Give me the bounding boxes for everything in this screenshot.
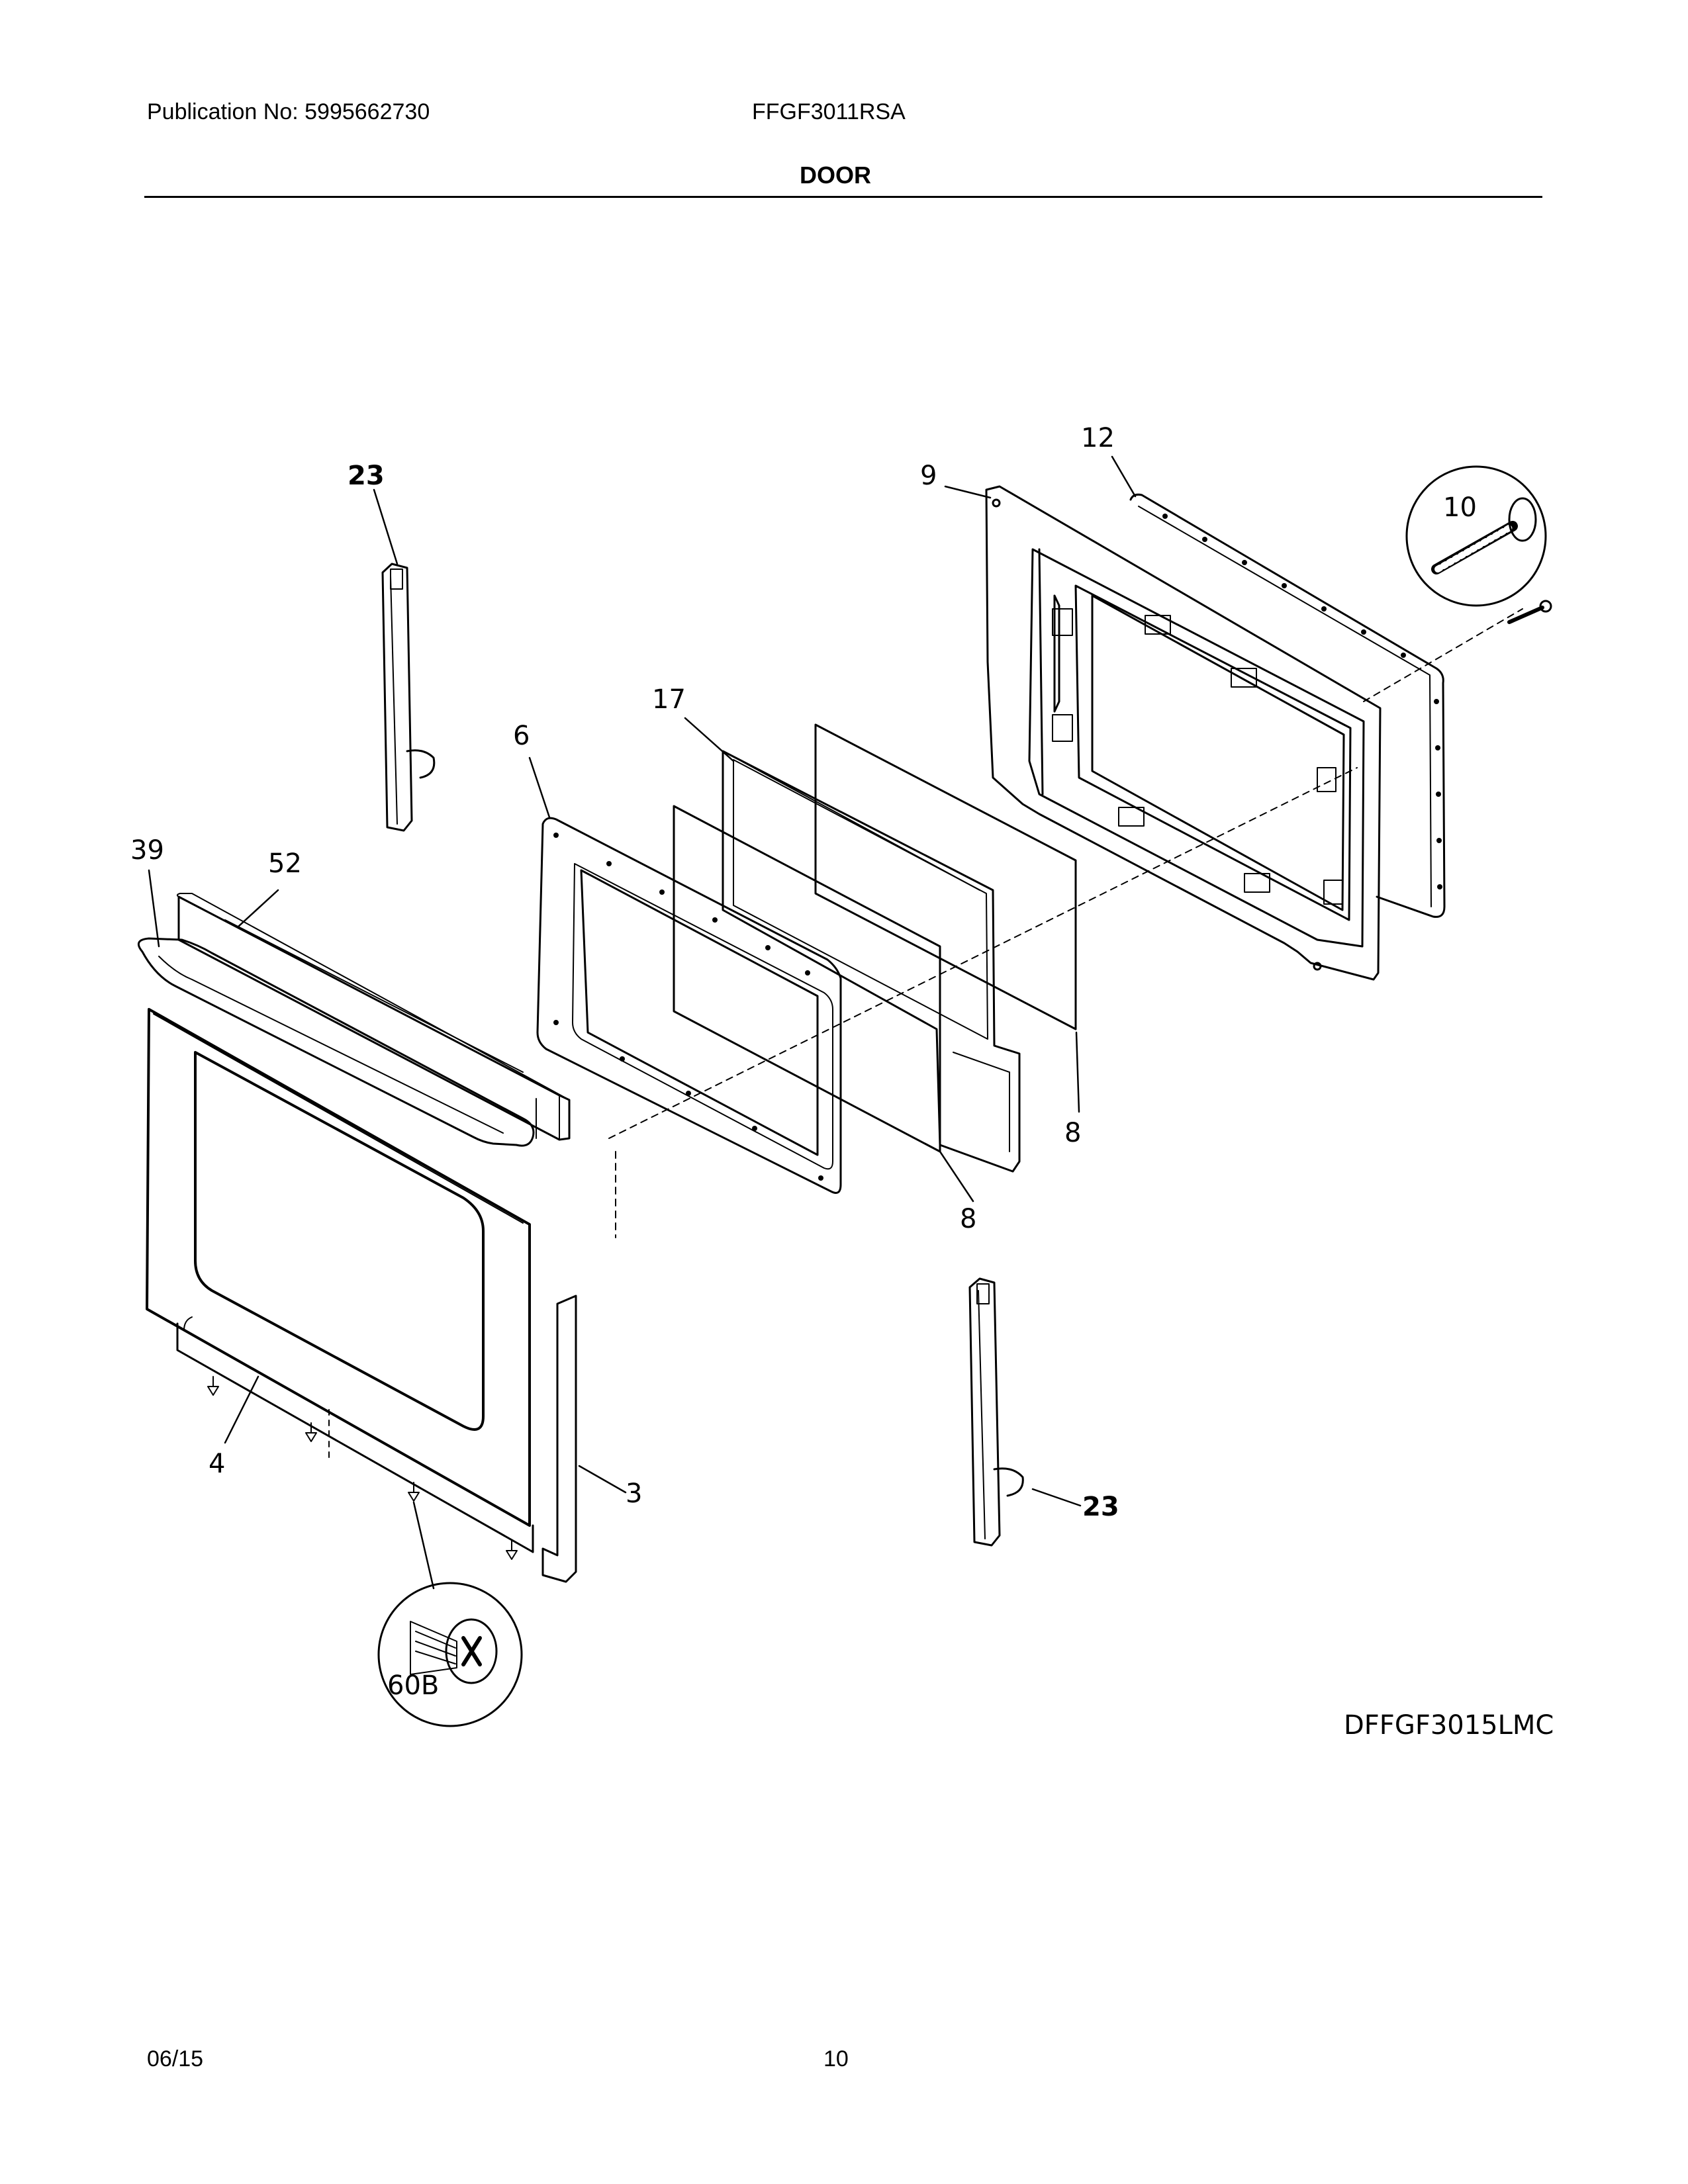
- callout-39: 39: [130, 835, 164, 866]
- callout-23-bottom: 23: [1082, 1492, 1119, 1522]
- callout-8-front: 8: [960, 1204, 976, 1234]
- page-number: 10: [823, 2046, 849, 2071]
- door-side-trim: [541, 1295, 577, 1583]
- screw-detail-10: [1405, 465, 1552, 624]
- inner-door-panel: [985, 485, 1382, 981]
- door-gasket: [1129, 493, 1446, 918]
- section-title: DOOR: [800, 161, 871, 189]
- hinge-top: [381, 563, 436, 832]
- model-number: FFGF3011RSA: [752, 99, 906, 124]
- callout-10: 10: [1443, 492, 1477, 523]
- header-divider: [144, 196, 1542, 198]
- callout-3: 3: [626, 1479, 642, 1509]
- callout-52: 52: [268, 848, 302, 879]
- callout-60b: 60B: [387, 1670, 439, 1701]
- callout-23-top: 23: [348, 461, 385, 491]
- glass-panel-rear: [814, 723, 1077, 1030]
- callout-4: 4: [209, 1449, 225, 1479]
- callout-17: 17: [652, 684, 686, 715]
- diagram-code: DFFGF3015LMC: [1344, 1710, 1554, 1741]
- leader-lines: [148, 455, 1137, 1590]
- hinge-bottom: [968, 1277, 1024, 1547]
- door-handle: [137, 937, 535, 1147]
- gasket-clips: [1162, 514, 1442, 889]
- callout-9: 9: [920, 461, 937, 491]
- callout-6: 6: [513, 721, 530, 751]
- panel-brackets: [1052, 608, 1343, 905]
- outer-door-panel: [146, 1008, 534, 1553]
- publication-number: Publication No: 5995662730: [147, 99, 430, 124]
- publication-date: 06/15: [147, 2046, 204, 2071]
- callout-labels: 23 9 12 10 17 6 39 52 8 8 4 3 23 60B DFF…: [130, 423, 1554, 1741]
- assembly-centerlines: [608, 608, 1523, 1238]
- window-frame: [536, 817, 842, 1194]
- callout-8-rear: 8: [1064, 1118, 1081, 1148]
- screw-detail-60b: [377, 1582, 523, 1727]
- window-pack-frame: [722, 750, 1021, 1173]
- bottom-screws: [207, 1376, 518, 1560]
- callout-12: 12: [1081, 423, 1115, 453]
